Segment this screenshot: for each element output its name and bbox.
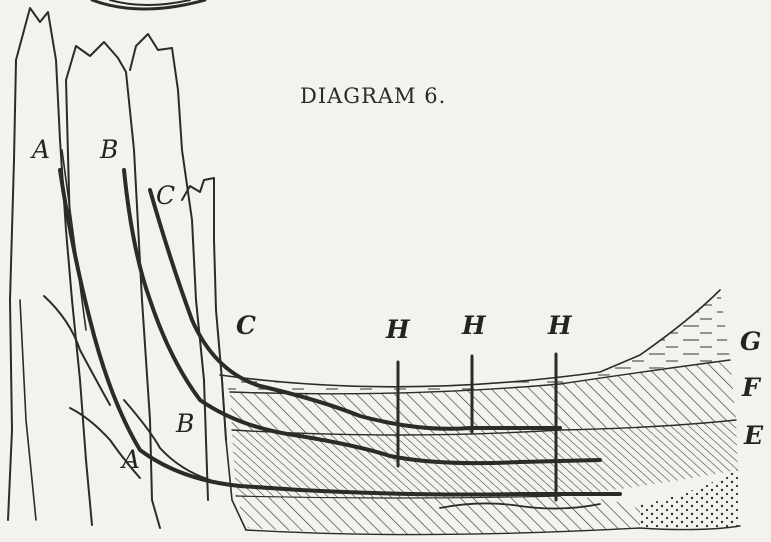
label-h2: H — [461, 311, 487, 340]
label-e: E — [743, 421, 764, 450]
previous-figure-fragment-inner — [110, 0, 190, 5]
label-a-low: A — [120, 445, 140, 474]
label-h3: H — [547, 311, 573, 340]
label-f: F — [741, 373, 762, 402]
label-b-top: B — [99, 135, 118, 164]
label-b-low: B — [175, 409, 194, 438]
label-c-mid: C — [236, 311, 256, 340]
label-g: G — [740, 327, 761, 356]
bottom-layer-hatched — [236, 496, 640, 534]
diagram-title: DIAGRAM 6. — [300, 84, 446, 108]
label-h1: H — [385, 315, 411, 344]
label-a-top: A — [30, 135, 50, 164]
label-c-top: C — [156, 181, 175, 210]
